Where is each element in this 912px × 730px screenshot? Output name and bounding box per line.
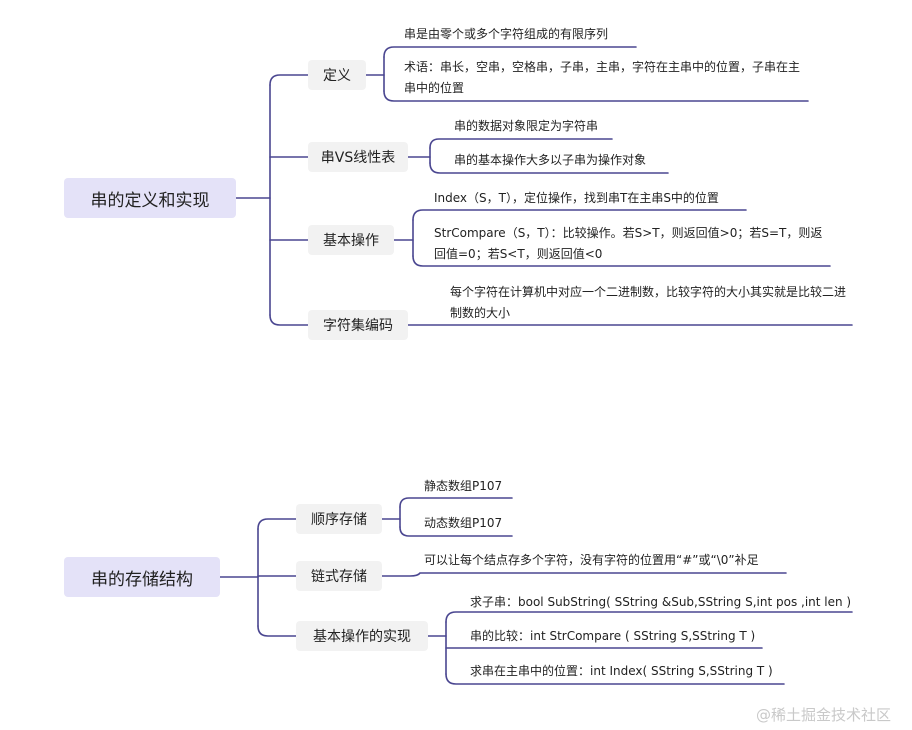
branch-definition[interactable]: 定义 <box>308 60 366 90</box>
leaf-index: 求串在主串中的位置：int Index( SString S,SString T… <box>470 664 773 678</box>
branch-linked-storage[interactable]: 链式存储 <box>296 561 382 591</box>
leaf-vs-operations: 串的基本操作大多以子串为操作对象 <box>454 153 647 167</box>
root-node-string-definition[interactable]: 串的定义和实现 <box>64 178 236 218</box>
leaf-definition-terms: 术语：串长，空串，空格串，子串，主串，字符在主串中的位置，子串在主串中的位置 <box>404 60 801 95</box>
branch-basic-operations[interactable]: 基本操作 <box>308 225 394 255</box>
branch-string-vs-linear-list[interactable]: 串VS线性表 <box>308 142 408 172</box>
leaf-strcompare: 串的比较：int StrCompare ( SString S,SString … <box>470 629 756 643</box>
leaf-dynamic-array: 动态数组P107 <box>424 516 503 530</box>
watermark: @稀土掘金技术社区 <box>756 706 892 724</box>
leaf-static-array: 静态数组P107 <box>424 479 503 493</box>
leaf-vs-data-object: 串的数据对象限定为字符串 <box>454 119 599 133</box>
root-node-string-storage[interactable]: 串的存储结构 <box>64 557 220 597</box>
leaf-charset-desc: 每个字符在计算机中对应一个二进制数，比较字符的大小其实就是比较二进制数的大小 <box>450 285 847 320</box>
leaf-definition-1: 串是由零个或多个字符组成的有限序列 <box>404 27 609 41</box>
branch-sequential-storage[interactable]: 顺序存储 <box>296 504 382 534</box>
branch-basic-op-impl[interactable]: 基本操作的实现 <box>296 621 428 651</box>
leaf-linked-desc: 可以让每个结点存多个字符，没有字符的位置用“#”或“\0”补足 <box>424 553 759 567</box>
leaf-op-strcompare: StrCompare（S，T）：比较操作。若S>T，则返回值>0；若S=T，则返… <box>434 226 823 261</box>
leaf-op-index: Index（S，T），定位操作，找到串T在主串S中的位置 <box>434 191 719 205</box>
branch-charset-encoding[interactable]: 字符集编码 <box>308 310 408 340</box>
leaf-substring: 求子串：bool SubString( SString &Sub,SString… <box>470 595 852 609</box>
